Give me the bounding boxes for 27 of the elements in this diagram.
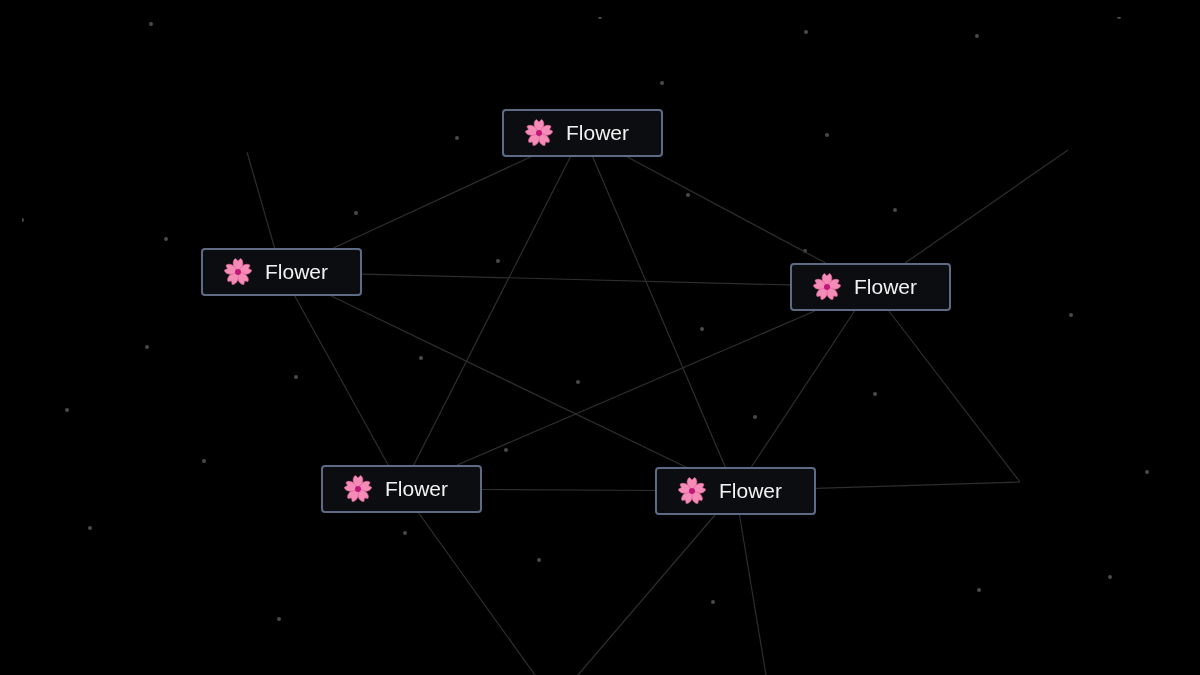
- connector-line: [294, 295, 389, 466]
- element-card: [502, 109, 663, 157]
- element-card: [655, 467, 816, 515]
- connector-line: [592, 156, 726, 468]
- connector-line: [361, 273, 791, 286]
- element-card: [790, 263, 951, 311]
- connector-line: [481, 488, 656, 492]
- connector-line: [330, 295, 687, 468]
- element-label: Flower: [385, 476, 448, 503]
- connector-line: [418, 512, 536, 675]
- connector-line: [246, 151, 276, 249]
- element-label: Flower: [719, 478, 782, 505]
- connector-line: [888, 310, 1021, 483]
- connector-line: [413, 156, 571, 466]
- element-label: Flower: [265, 259, 328, 286]
- connector-line: [577, 514, 716, 675]
- element-card: [201, 248, 362, 296]
- connector-line: [750, 310, 856, 468]
- connector-line: [738, 514, 767, 675]
- connector-line: [456, 310, 816, 466]
- connector-line: [626, 156, 827, 264]
- connector-line: [332, 156, 532, 249]
- connector-line: [815, 481, 1021, 490]
- connector-line: [904, 149, 1069, 264]
- element-label: Flower: [566, 120, 629, 147]
- element-card: [321, 465, 482, 513]
- element-label: Flower: [854, 274, 917, 301]
